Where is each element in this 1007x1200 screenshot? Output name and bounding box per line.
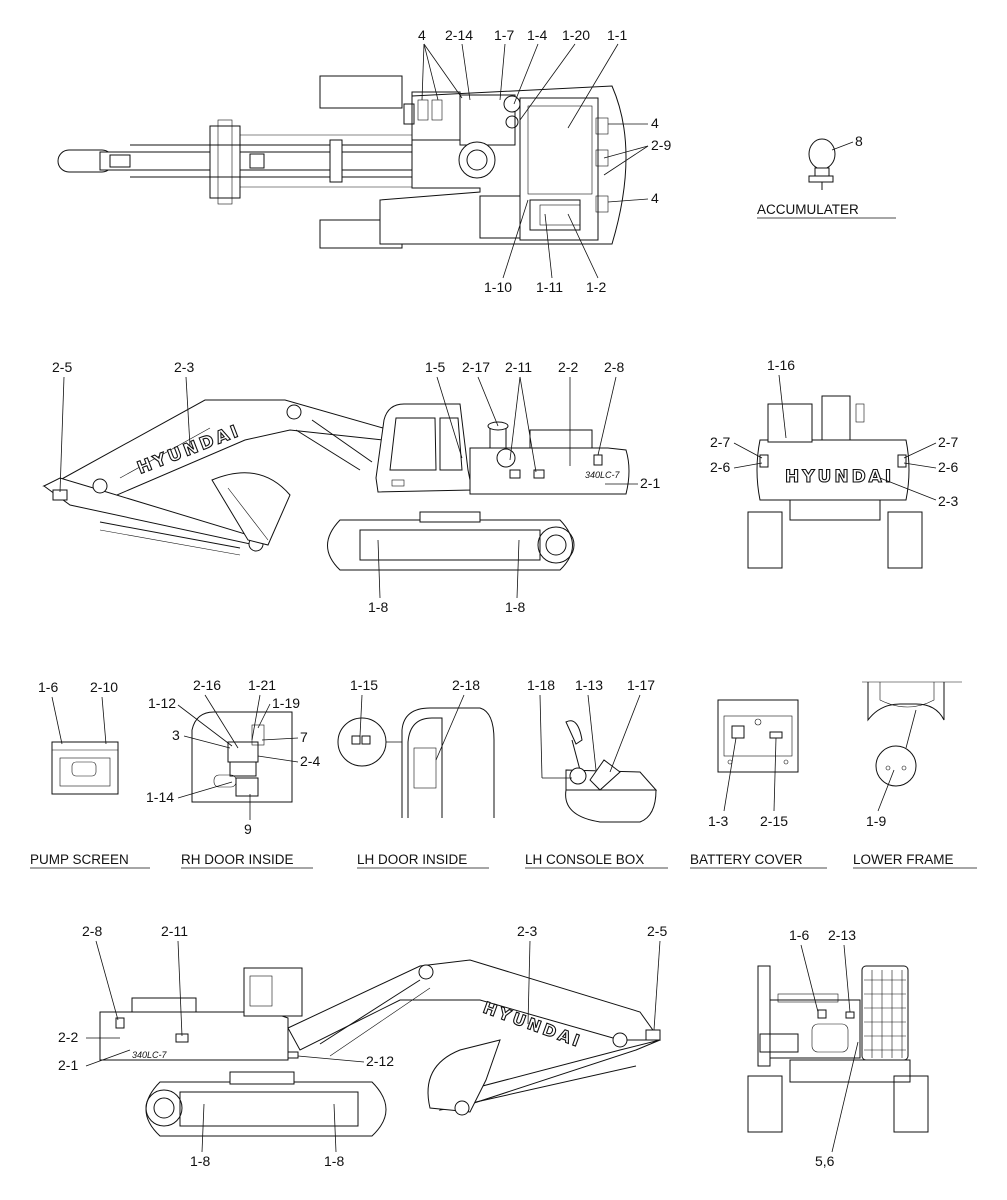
side-view-left: HYUNDAI 340LC-7 2-5 bbox=[42, 359, 660, 615]
model-decal: 340LC-7 bbox=[585, 470, 621, 480]
callout-label: 2-1 bbox=[640, 475, 660, 491]
callout-label: 1-5 bbox=[425, 359, 445, 375]
callout-label: 2-11 bbox=[161, 923, 188, 939]
rear-brand-decal: HYUNDAI bbox=[785, 467, 894, 487]
callout-label: 1-21 bbox=[248, 677, 276, 693]
callout-label: 5,6 bbox=[815, 1153, 835, 1169]
cab bbox=[375, 403, 473, 493]
bucket bbox=[211, 472, 291, 546]
callout-label: 2-10 bbox=[90, 679, 118, 695]
upper-body-right bbox=[99, 1011, 289, 1061]
bucket-right bbox=[427, 1039, 501, 1113]
callout-label: 2-5 bbox=[52, 359, 72, 375]
callout-label: 1-2 bbox=[586, 279, 606, 295]
lh-console-box-view: 1-18 1-13 1-17 LH CONSOLE BOX bbox=[525, 677, 668, 869]
callout-label: 2-7 bbox=[938, 434, 958, 450]
title-lh-door-inside: LH DOOR INSIDE bbox=[357, 852, 467, 867]
callout-label: 1-6 bbox=[38, 679, 58, 695]
callout-label: 2-16 bbox=[193, 677, 221, 693]
title-rh-door-inside: RH DOOR INSIDE bbox=[181, 852, 294, 867]
callout-label: 2-6 bbox=[938, 459, 958, 475]
callout-label: 1-1 bbox=[607, 27, 627, 43]
callout-label: 8 bbox=[855, 133, 863, 149]
cab-front-guard bbox=[861, 965, 909, 1061]
title-lh-console-box: LH CONSOLE BOX bbox=[525, 852, 644, 867]
title-battery-cover: BATTERY COVER bbox=[690, 852, 803, 867]
callout-label: 2-12 bbox=[366, 1053, 394, 1069]
callout-label: 2-6 bbox=[710, 459, 730, 475]
callout-label: 2-4 bbox=[300, 753, 320, 769]
callout-label: 2-14 bbox=[445, 27, 473, 43]
callout-label: 4 bbox=[651, 190, 659, 206]
callout-label: 2-7 bbox=[710, 434, 730, 450]
callout-label: 7 bbox=[300, 729, 308, 745]
callout-label: 2-15 bbox=[760, 813, 788, 829]
callout-label: 2-2 bbox=[558, 359, 578, 375]
callout-label: 1-10 bbox=[484, 279, 512, 295]
pump-screen-view: 1-6 2-10 PUMP SCREEN bbox=[30, 679, 150, 869]
callout-label: 2-18 bbox=[452, 677, 480, 693]
callout-label: 1-11 bbox=[536, 279, 563, 295]
callout-label: 1-8 bbox=[324, 1153, 344, 1169]
callout-label: 1-3 bbox=[708, 813, 728, 829]
callout-label: 2-8 bbox=[82, 923, 102, 939]
side-left-callouts: 2-5 2-3 1-5 2-17 2-11 2-2 2-8 2-1 1-8 1-… bbox=[52, 359, 660, 615]
top-view-track-left bbox=[319, 75, 403, 109]
front-view: 1-6 2-13 5,6 bbox=[747, 927, 929, 1169]
callout-label: 1-14 bbox=[146, 789, 174, 805]
title-accumulator: ACCUMULATER bbox=[757, 202, 859, 217]
callout-label: 3 bbox=[172, 727, 180, 743]
callout-label: 2-13 bbox=[828, 927, 856, 943]
top-view-upperstructure bbox=[379, 85, 627, 245]
title-pump-screen: PUMP SCREEN bbox=[30, 852, 129, 867]
callout-label: 1-19 bbox=[272, 695, 300, 711]
callout-label: 2-2 bbox=[58, 1029, 78, 1045]
model-decal-right: 340LC-7 bbox=[132, 1050, 168, 1060]
lh-door-inside-view: 1-15 2-18 LH DOOR INSIDE bbox=[337, 677, 495, 869]
callout-label: 1-7 bbox=[494, 27, 514, 43]
rear-view: HYUNDAI 1-16 2-7 2-7 2-6 2-6 2-3 bbox=[710, 357, 958, 569]
callout-label: 2-17 bbox=[462, 359, 490, 375]
callout-label: 2-3 bbox=[938, 493, 958, 509]
title-lower-frame: LOWER FRAME bbox=[853, 852, 954, 867]
callout-label: 2-5 bbox=[647, 923, 667, 939]
top-view: 4 2-14 1-7 1-4 1-20 1-1 4 2-9 4 1-10 1-1… bbox=[57, 27, 896, 295]
callout-label: 4 bbox=[418, 27, 426, 43]
rear-callouts: 1-16 2-7 2-7 2-6 2-6 2-3 bbox=[710, 357, 958, 509]
callout-label: 4 bbox=[651, 115, 659, 131]
callout-label: 1-18 bbox=[527, 677, 555, 693]
callout-label: 1-9 bbox=[866, 813, 886, 829]
callout-label: 1-4 bbox=[527, 27, 547, 43]
callout-label: 2-3 bbox=[174, 359, 194, 375]
side-right-callouts: 2-8 2-11 2-3 2-5 2-2 2-1 2-12 1-8 1-8 bbox=[58, 923, 667, 1169]
callout-label: 1-12 bbox=[148, 695, 176, 711]
callout-label: 9 bbox=[244, 821, 252, 837]
callout-label: 2-8 bbox=[604, 359, 624, 375]
callout-label: 2-3 bbox=[517, 923, 537, 939]
boom-right bbox=[287, 959, 661, 1051]
callout-label: 1-16 bbox=[767, 357, 795, 373]
callout-label: 1-8 bbox=[190, 1153, 210, 1169]
top-view-boom bbox=[57, 119, 441, 205]
lower-track bbox=[327, 519, 573, 571]
lower-frame-view: 1-9 LOWER FRAME bbox=[853, 681, 977, 869]
rh-door-inside-view: 2-16 1-21 1-12 1-19 3 7 2-4 1-14 9 RH DO… bbox=[146, 677, 320, 869]
callout-label: 1-6 bbox=[789, 927, 809, 943]
callout-label: 1-17 bbox=[627, 677, 655, 693]
accumulator-icon bbox=[808, 138, 836, 190]
callout-label: 1-13 bbox=[575, 677, 603, 693]
callout-label: 2-11 bbox=[505, 359, 532, 375]
callout-label: 1-20 bbox=[562, 27, 590, 43]
callout-label: 1-8 bbox=[505, 599, 525, 615]
side-view-right: 340LC-7 HYUNDAI 2-8 2-11 2-3 2-5 bbox=[58, 923, 667, 1169]
callout-label: 2-9 bbox=[651, 137, 671, 153]
callout-label: 1-8 bbox=[368, 599, 388, 615]
callout-label: 2-1 bbox=[58, 1057, 78, 1073]
battery-cover-view: 1-3 2-15 BATTERY COVER bbox=[690, 699, 827, 869]
top-view-callouts: 4 2-14 1-7 1-4 1-20 1-1 4 2-9 4 1-10 1-1… bbox=[418, 27, 896, 295]
callout-label: 1-15 bbox=[350, 677, 378, 693]
